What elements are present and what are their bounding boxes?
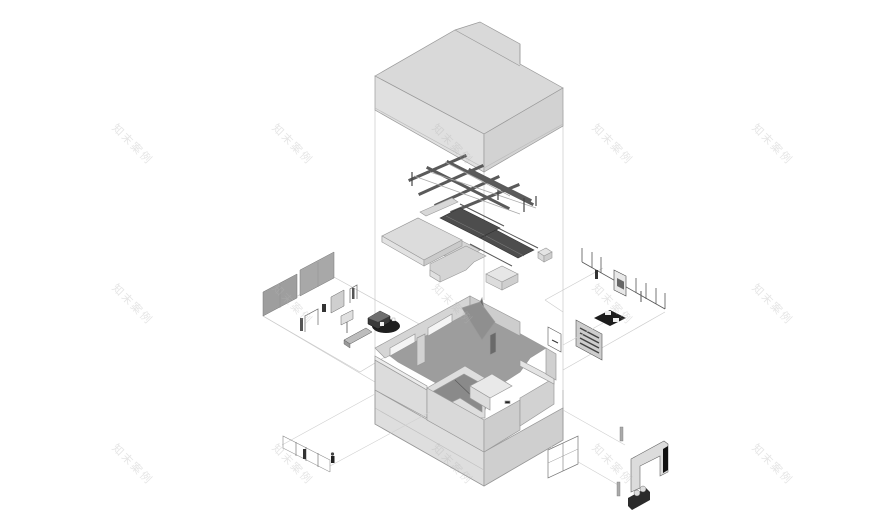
roof-volume <box>374 21 564 173</box>
signboard <box>340 309 354 326</box>
figure-icon <box>322 304 326 312</box>
figure-icon <box>300 318 303 331</box>
right-wall-plane <box>544 248 666 371</box>
front-right-plane <box>547 426 669 510</box>
figure-icon <box>331 456 335 463</box>
figure-icon <box>352 288 355 299</box>
arch-frame <box>630 440 669 493</box>
figure-icon <box>303 449 306 459</box>
left-wall-panel-2 <box>299 251 335 297</box>
front-left-plane <box>282 435 335 473</box>
ceiling-panels-layer <box>381 197 553 291</box>
figure-icon <box>595 270 598 279</box>
left-wall-plane <box>262 251 431 383</box>
door-sign <box>504 400 511 404</box>
lounge-chair <box>628 488 650 510</box>
left-door <box>330 289 345 314</box>
ground-floor-shell <box>374 295 564 487</box>
bench <box>343 327 373 345</box>
left-doorframe <box>304 308 319 332</box>
wall-sign <box>547 326 562 353</box>
